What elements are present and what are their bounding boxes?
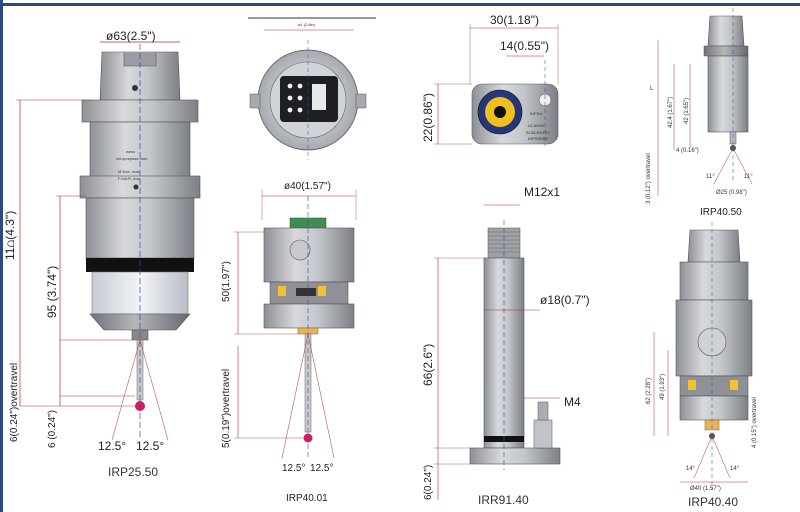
irr9140-inner: 14(0.55") xyxy=(500,39,549,53)
irr9140-width: 30(1.18") xyxy=(490,13,539,27)
irp4001-overtravel: 5(0.19")overtravel xyxy=(221,368,232,448)
irp2550-drawing xyxy=(16,41,201,441)
irp2550-total-length: 11⩍(4.3") xyxy=(3,210,17,260)
irp4050-l: L xyxy=(650,86,654,92)
irp2550-engrave-2: wii-nprepass.mon xyxy=(116,156,148,161)
irp2550-body-length: 95 (3.74") xyxy=(45,265,59,318)
irp2550-tip-length: 6 (0.24") xyxy=(47,409,58,448)
irp4001-angle-left: 12.5° xyxy=(282,463,306,474)
irp4040-diameter: Ø40 (1.57") xyxy=(690,486,721,492)
irp4050-d2: 42 (1.65") xyxy=(684,97,690,124)
irp2550-overtravel: 6(0.24")overtravel xyxy=(9,362,20,442)
irr9140-thread: M12x1 xyxy=(524,185,561,199)
irp4050-drawing xyxy=(657,8,753,196)
irp4050-d1: 42.4 (1.67") xyxy=(668,96,674,128)
irp2550-angle-right: 12.5° xyxy=(136,439,165,453)
irr9140-face-3: EL36-ENTRY xyxy=(526,130,551,135)
frame-left-rule xyxy=(0,0,3,512)
irp4040-drawing xyxy=(653,222,753,490)
irr9140-face-2: LE.60/50 xyxy=(528,123,545,128)
irp4040-caption: IRP40.40 xyxy=(688,495,739,509)
irp4050-angle-right: 11° xyxy=(744,174,753,180)
irp2550-dia-top: ø63(2.5") xyxy=(106,29,156,43)
irp4040-d1: 62 (2.28") xyxy=(646,377,652,404)
irp2550-angle-left: 12.5° xyxy=(98,439,127,453)
irr9140-caption: IRR91.40 xyxy=(478,493,529,507)
irr9140-base: 6(0.24") xyxy=(423,464,434,500)
irp4050-caption: IRP40.50 xyxy=(700,207,742,218)
irp4050-overtravel: 3 (0.12") overtravel xyxy=(646,153,652,204)
irp4001-top-dim: ø1 (2.6in) xyxy=(298,22,316,27)
irp4040-angle-right: 14° xyxy=(730,466,740,472)
irp4040-overtravel: 4 (0.15") overtravel xyxy=(752,397,758,448)
irp4050-angle-left: 11° xyxy=(706,174,715,180)
irr9140-diameter: ø18(0.7") xyxy=(540,293,590,307)
irp4001-diameter: ø40(1.57") xyxy=(284,181,331,192)
irr9140-face-1: INFRA xyxy=(530,111,542,116)
irp4050-d3: 4 (0.16") xyxy=(676,148,699,154)
irp4001-caption: IRP40.01 xyxy=(286,493,328,504)
irr9140-length: 66(2.6") xyxy=(421,343,435,386)
irp4040-d2: 49 (1.93") xyxy=(660,373,666,400)
irp2550-engrave-4: FJaILR, max xyxy=(118,176,141,181)
irp4001-drawing xyxy=(234,17,376,460)
irr9140-height: 22(0.86") xyxy=(421,93,435,142)
irp2550-engrave-1: www. xyxy=(126,149,136,154)
frame-top-rule xyxy=(0,3,800,6)
irp2550-caption: IRP25.50 xyxy=(108,465,159,479)
irr9140-drawing xyxy=(434,24,561,500)
irp4050-diameter: Ø25 (0.98") xyxy=(716,190,747,196)
irp4001-angle-right: 12.5° xyxy=(310,463,334,474)
irp2550-engrave-3: M-Nax, max xyxy=(118,169,140,174)
irp4001-height: 50(1.97") xyxy=(221,261,232,302)
irr9140-m4: M4 xyxy=(564,395,581,409)
irp4040-angle-left: 14° xyxy=(686,466,696,472)
irr9140-face-4: INFRARED xyxy=(528,136,549,141)
